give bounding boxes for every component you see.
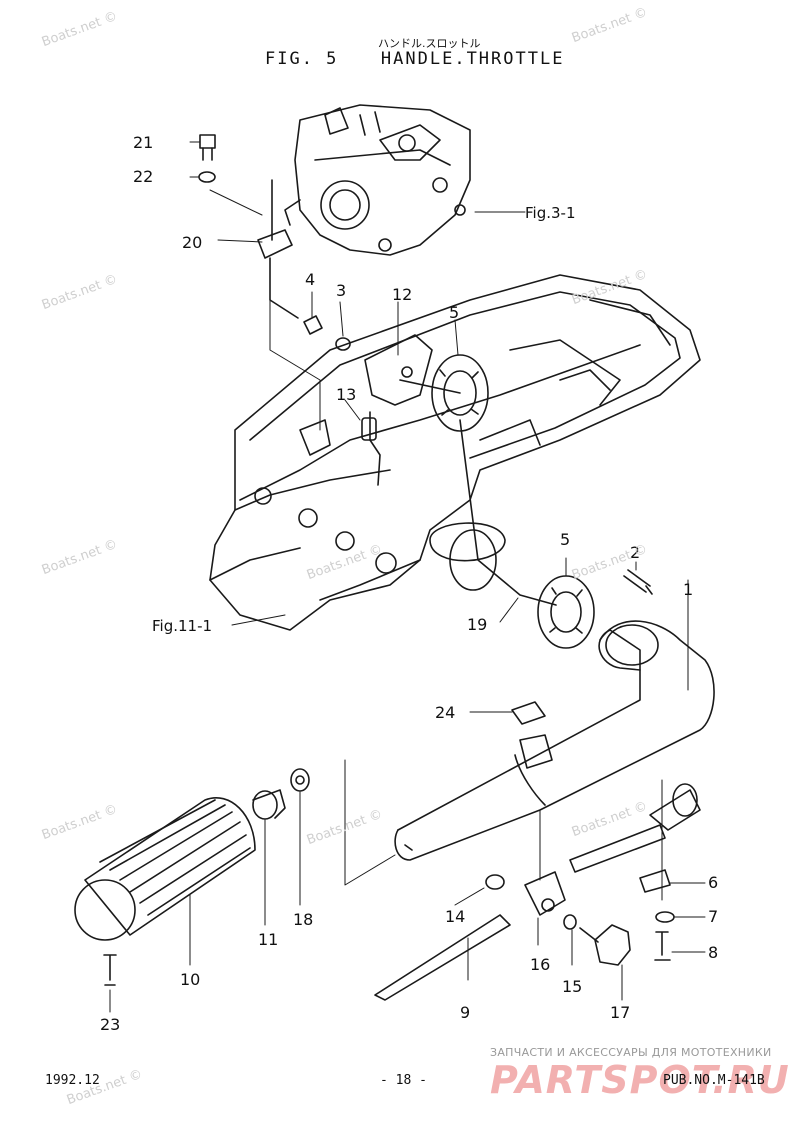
- steering-handle: [394, 620, 715, 861]
- bolt-2: [623, 569, 653, 595]
- screw-16: [103, 954, 117, 986]
- callout-23: 22: [133, 167, 153, 186]
- callout-17: 6: [708, 873, 718, 892]
- pulley-upper: [431, 354, 489, 432]
- callout-7: 13: [336, 385, 356, 404]
- throttle-grip: [74, 797, 256, 941]
- callout-5-upper: 5: [449, 303, 459, 322]
- callout-18: 8: [708, 943, 718, 962]
- throttle-arm: [361, 411, 381, 486]
- callout-22: 21: [133, 133, 153, 152]
- callout-21: 20: [182, 233, 202, 252]
- adjusting-knob: [579, 924, 631, 966]
- japanese-title: ハンドル.スロットル: [378, 37, 481, 50]
- footer-page: - 18 -: [380, 1073, 427, 1088]
- brand-subtitle: ЗАПЧАСТИ И АКСЕССУАРЫ ДЛЯ МОТОТЕХНИКИ: [490, 1046, 772, 1059]
- figure-name: HANDLE.THROTTLE: [380, 49, 565, 69]
- callout-14: 11: [258, 930, 278, 949]
- link-rod: [257, 179, 299, 319]
- callout-9: 16: [530, 955, 550, 974]
- callout-8: 9: [460, 1003, 470, 1022]
- callout-4: 4: [305, 270, 315, 289]
- callout-15: 18: [293, 910, 313, 929]
- callout-5-lower: 5: [560, 530, 570, 549]
- throttle-cam: [364, 334, 433, 406]
- bottom-cowling: [209, 274, 701, 631]
- carburetor: [284, 104, 471, 256]
- callout-20: 19: [467, 615, 487, 634]
- washer-3: [335, 337, 351, 351]
- pulley-lower: [537, 575, 595, 649]
- leader-lines: [109, 141, 706, 1013]
- callout-1: 1: [683, 580, 693, 599]
- ref-fig11: Fig.11-1: [152, 617, 212, 635]
- figure-title: FIG. 5 HANDLE.THROTTLE: [265, 49, 564, 69]
- washer-11: [563, 914, 577, 930]
- bushing: [290, 768, 310, 792]
- figure-number: FIG. 5: [265, 49, 339, 69]
- brand-logo: PARTSPOT.RU: [490, 1058, 790, 1102]
- callout-13: 10: [180, 970, 200, 989]
- callout-3: 3: [336, 281, 346, 300]
- ref-fig3: Fig.3-1: [525, 204, 576, 222]
- callout-6: 12: [392, 285, 412, 304]
- nut-12: [485, 874, 505, 890]
- friction-bracket: [524, 871, 566, 916]
- callout-12: 14: [445, 907, 465, 926]
- callout-19: 7: [708, 907, 718, 926]
- collar: [252, 789, 286, 820]
- footer-date: 1992.12: [45, 1073, 100, 1088]
- washer-23: [198, 171, 216, 183]
- callout-16: 23: [100, 1015, 120, 1034]
- callout-2: 2: [630, 543, 640, 562]
- plate-24: [511, 701, 546, 725]
- callout-11: 15: [562, 977, 582, 996]
- footer-pub: PUB.NO.M-141B: [663, 1073, 765, 1088]
- callout-24: 24: [435, 703, 455, 722]
- throttle-cable: [399, 379, 557, 606]
- callout-10: 17: [610, 1003, 630, 1022]
- bolt-22: [199, 134, 216, 161]
- throttle-shaft: [374, 914, 511, 1001]
- callout-numbers: 21 22 20 4 3 12 5 13 5 2 1 19 24 14 16 1…: [100, 133, 718, 1034]
- nut-4: [303, 315, 323, 335]
